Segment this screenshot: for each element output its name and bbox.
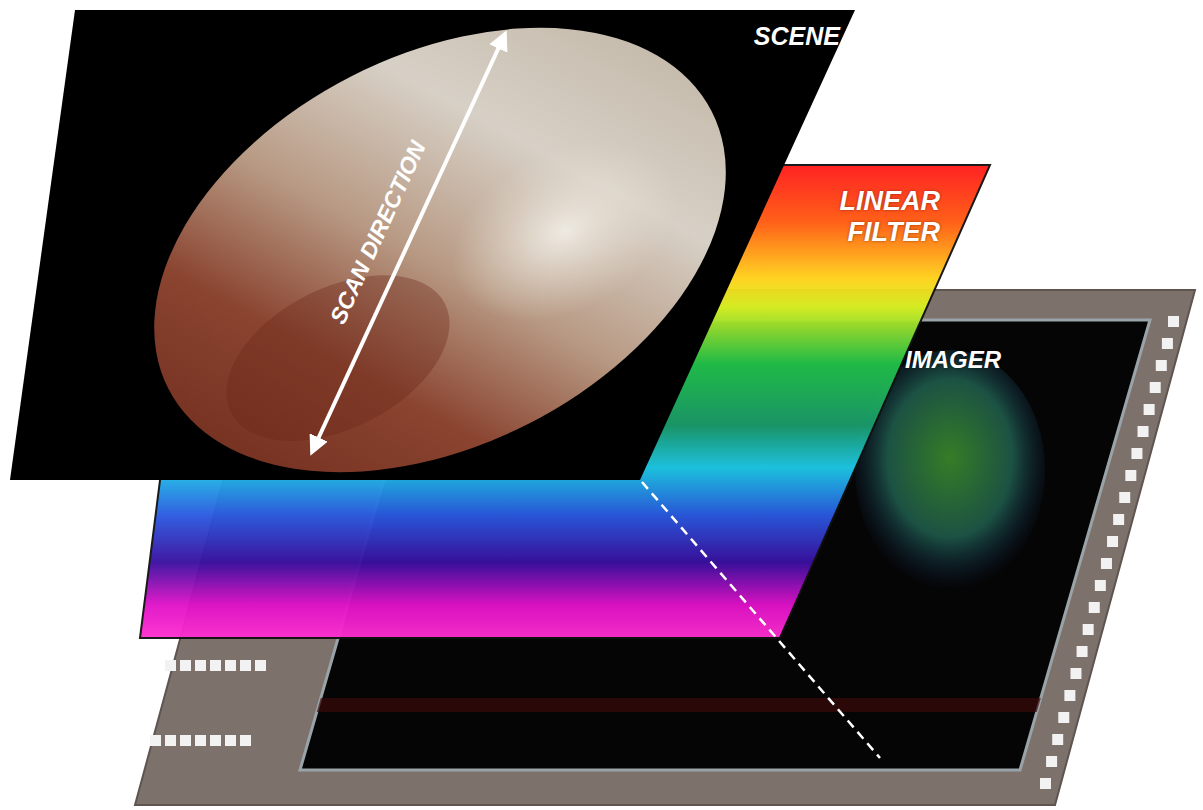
- bond-pad: [1162, 338, 1173, 349]
- bond-pad: [1168, 316, 1179, 327]
- bond-pad: [1064, 690, 1075, 701]
- bond-pad: [150, 735, 161, 746]
- layer-name: SCENE: [700, 22, 840, 51]
- bond-pad: [1125, 470, 1136, 481]
- bond-pad: [195, 735, 206, 746]
- bond-pad: [240, 735, 251, 746]
- bond-pad: [1089, 602, 1100, 613]
- bond-pad: [1058, 712, 1069, 723]
- bond-pad: [1101, 558, 1112, 569]
- bond-pad: [1113, 514, 1124, 525]
- bond-pad: [210, 660, 221, 671]
- bond-pad: [1077, 646, 1088, 657]
- bond-pad: [1156, 360, 1167, 371]
- bond-pad: [1052, 734, 1063, 745]
- bond-pad: [165, 660, 176, 671]
- scene-layer: [10, 0, 855, 562]
- bond-pad: [195, 660, 206, 671]
- bond-pad: [210, 735, 221, 746]
- layer-caption: IMAGER: [905, 346, 1045, 374]
- bond-pad: [225, 735, 236, 746]
- bond-pad: [1070, 668, 1081, 679]
- bond-pad: [1095, 580, 1106, 591]
- bond-pad: [1150, 382, 1161, 393]
- bond-pad: [180, 660, 191, 671]
- layer-caption: LINEAR FILTER: [800, 186, 940, 248]
- layer-name: LINEAR FILTER: [800, 186, 940, 248]
- bond-pad: [1083, 624, 1094, 635]
- bond-pad: [1040, 778, 1051, 789]
- bond-pad: [1107, 536, 1118, 547]
- layer-caption: SCENE: [700, 22, 840, 51]
- scan-label: SCAN DIRECTION: [325, 136, 432, 327]
- bond-pad: [180, 735, 191, 746]
- bond-pad: [1046, 756, 1057, 767]
- bond-pad: [240, 660, 251, 671]
- bond-pad: [1138, 426, 1149, 437]
- layer-name: IMAGER: [905, 346, 1045, 374]
- bond-pad: [1144, 404, 1155, 415]
- bond-pad: [165, 735, 176, 746]
- bond-pad: [255, 660, 266, 671]
- bond-pad: [225, 660, 236, 671]
- projection-line: [642, 482, 880, 758]
- bond-pad: [1131, 448, 1142, 459]
- bond-pad: [1119, 492, 1130, 503]
